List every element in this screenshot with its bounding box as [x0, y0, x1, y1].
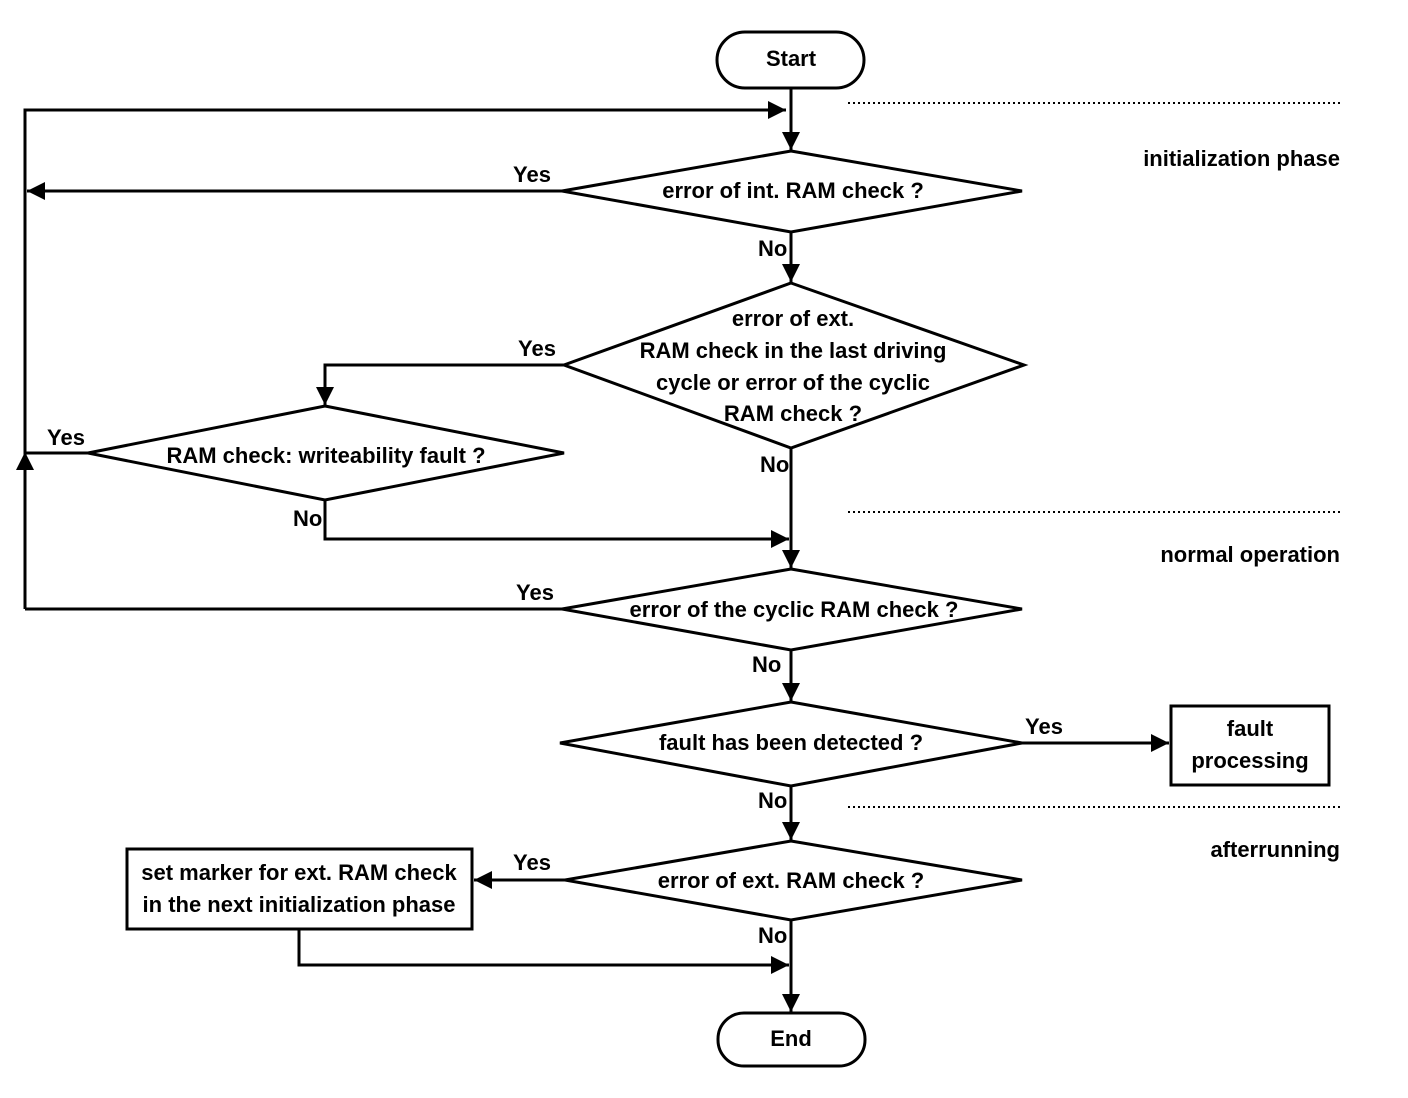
- decision-ext-ram-check-line1: error of ext.: [732, 306, 854, 331]
- process-set-marker: set marker for ext. RAM check in the nex…: [125, 847, 474, 931]
- branch-no-fault-detected: No: [758, 788, 787, 813]
- end-terminal: End: [716, 1011, 867, 1068]
- edge-loop-to-top: [23, 101, 786, 609]
- branch-yes-ext-check: Yes: [518, 336, 556, 361]
- start-terminal: Start: [715, 30, 866, 90]
- branch-no-cyclic-check: No: [752, 652, 781, 677]
- decision-int-ram-check-label: error of int. RAM check ?: [662, 178, 924, 203]
- process-fault-processing: fault processing: [1169, 704, 1331, 787]
- branch-no-writeability: No: [293, 506, 322, 531]
- branch-yes-ext-check-after: Yes: [513, 850, 551, 875]
- decision-ext-ram-check-line4: RAM check ?: [724, 401, 862, 426]
- branch-yes-fault-detected: Yes: [1025, 714, 1063, 739]
- branch-no-ext-check: No: [760, 452, 789, 477]
- decision-writeability-fault-label: RAM check: writeability fault ?: [166, 443, 485, 468]
- decision-ext-ram-check: error of ext. RAM check in the last driv…: [559, 281, 1029, 450]
- end-label: End: [770, 1026, 812, 1051]
- decision-ext-ram-check-line3: cycle or error of the cyclic: [656, 370, 930, 395]
- phase-label-afterrunning: afterrunning: [1210, 837, 1340, 862]
- phase-label-normal-operation: normal operation: [1160, 542, 1340, 567]
- branch-no-int-check: No: [758, 236, 787, 261]
- decision-ext-ram-check-afterrunning: error of ext. RAM check ?: [564, 839, 1023, 922]
- process-fault-processing-line1: fault: [1227, 716, 1274, 741]
- decision-int-ram-check: error of int. RAM check ?: [561, 149, 1023, 234]
- process-set-marker-line2: in the next initialization phase: [143, 892, 456, 917]
- edge-writeability-no: [323, 500, 789, 548]
- phase-label-initialization: initialization phase: [1143, 146, 1340, 171]
- decision-ext-ram-check-line2: RAM check in the last driving: [640, 338, 947, 363]
- decision-cyclic-ram-check-label: error of the cyclic RAM check ?: [630, 597, 959, 622]
- branch-yes-cyclic-check: Yes: [516, 580, 554, 605]
- branch-yes-int-check: Yes: [513, 162, 551, 187]
- decision-cyclic-ram-check: error of the cyclic RAM check ?: [561, 567, 1023, 652]
- branch-yes-writeability: Yes: [47, 425, 85, 450]
- process-fault-processing-line2: processing: [1191, 748, 1308, 773]
- decision-writeability-fault: RAM check: writeability fault ?: [87, 404, 565, 502]
- edge-set-marker-to-end: [297, 930, 789, 974]
- branch-no-ext-check-after: No: [758, 923, 787, 948]
- process-set-marker-line1: set marker for ext. RAM check: [141, 860, 457, 885]
- edge-ext-check-yes: [316, 363, 564, 405]
- decision-fault-detected-label: fault has been detected ?: [659, 730, 923, 755]
- decision-fault-detected: fault has been detected ?: [559, 700, 1023, 788]
- decision-ext-ram-check-afterrunning-label: error of ext. RAM check ?: [658, 868, 925, 893]
- start-label: Start: [766, 46, 817, 71]
